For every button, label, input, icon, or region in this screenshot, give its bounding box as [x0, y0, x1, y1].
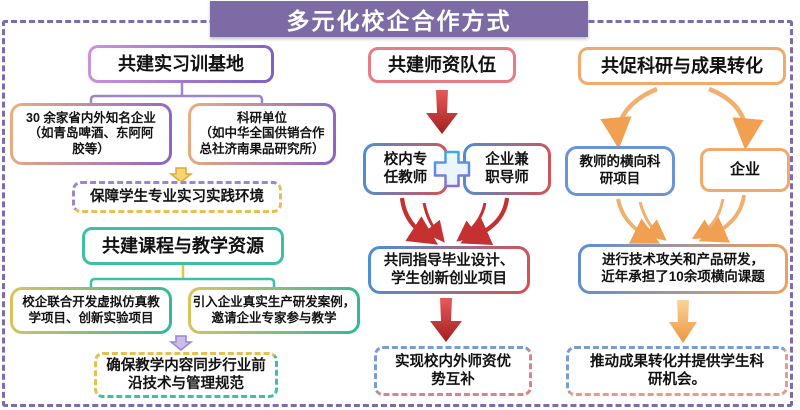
left-teaching-outcome: 确保教学内容同步行业前 沿技术与管理规范 — [94, 352, 278, 398]
right-enterprise-box: 企业 — [700, 148, 790, 192]
middle-school-teacher-box: 校内专 任教师 — [363, 143, 448, 195]
title-banner: 多元化校企合作方式 — [210, 1, 588, 37]
left-practice-outcome: 保障学生专业实习实践环境 — [72, 181, 282, 213]
left-research-box: 科研单位 （如中华全国供销合作 总社济南果品研究所） — [188, 103, 336, 165]
right-outcome: 推动成果转化并提供学生科 研机会。 — [566, 346, 788, 396]
left-case-box: 引入企业真实生产研发案例， 邀请企业专家参与教学 — [188, 287, 360, 334]
right-rd-box: 进行技术攻关和产品研发， 近年承担了10余项横向课题 — [578, 244, 788, 294]
right-header: 共促科研与成果转化 — [578, 47, 786, 85]
left-header: 共建实习训基地 — [88, 45, 274, 83]
middle-header: 共建师资队伍 — [368, 47, 516, 83]
right-teacher-project-box: 教师的横向科 研项目 — [565, 146, 675, 196]
left-enterprise-box: 30 余家省内外知名企业 （如青岛啤酒、东阿阿 胶等） — [10, 103, 172, 165]
page-title: 多元化校企合作方式 — [286, 8, 512, 34]
left-course-header: 共建课程与教学资源 — [82, 227, 284, 265]
left-virtual-box: 校企联合开发虚拟仿真教 学项目、创新实验项目 — [10, 287, 172, 334]
middle-outcome: 实现校内外师资优 势互补 — [374, 346, 532, 396]
middle-enterprise-mentor-box: 企业兼 职导师 — [463, 143, 551, 195]
middle-joint-guidance-box: 共同指导毕业设计、 学生创新创业项目 — [368, 246, 530, 294]
